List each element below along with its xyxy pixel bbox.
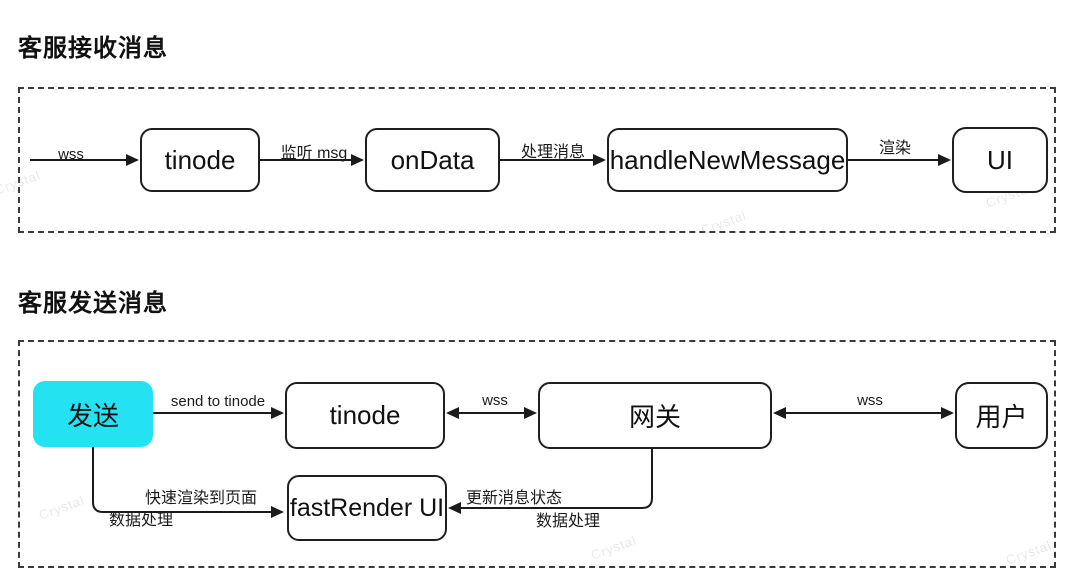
node-send: 发送 xyxy=(33,381,153,447)
edge-label-listen-msg: 监听 msg xyxy=(280,145,348,162)
node-tinode-send: tinode xyxy=(285,382,445,449)
node-fastrender-ui: fastRender UI xyxy=(287,475,447,541)
arrowhead xyxy=(126,154,139,166)
edge-send-to-fastrender xyxy=(92,447,272,513)
arrowhead xyxy=(271,506,284,518)
node-handlenewmessage: handleNewMessage xyxy=(607,128,848,192)
arrowhead xyxy=(351,154,364,166)
edge-label-wss: wss xyxy=(58,146,84,163)
edge-label-data-process-right: 数据处理 xyxy=(535,513,601,530)
arrowhead xyxy=(941,407,954,419)
arrowhead xyxy=(773,407,786,419)
edge-label-send-to-tinode: send to tinode xyxy=(170,393,266,410)
arrowhead xyxy=(271,407,284,419)
node-tinode-receive: tinode xyxy=(140,128,260,192)
arrowhead xyxy=(524,407,537,419)
receive-section-title: 客服接收消息 xyxy=(18,35,168,62)
node-ondata: onData xyxy=(365,128,500,192)
edge-label-process-message: 处理消息 xyxy=(520,144,586,161)
edge-label-update-message-status: 更新消息状态 xyxy=(465,490,563,507)
node-user: 用户 xyxy=(955,382,1048,449)
arrowhead xyxy=(448,502,461,514)
edge-label-wss-right: wss xyxy=(857,392,883,409)
receive-flow-frame xyxy=(18,87,1056,233)
edge-label-data-process-left: 数据处理 xyxy=(108,512,174,529)
edge-label-render: 渲染 xyxy=(878,140,912,157)
edge-label-fast-render-to-page: 快速渲染到页面 xyxy=(144,490,258,507)
node-gateway: 网关 xyxy=(538,382,772,449)
edge-label-wss-left: wss xyxy=(482,392,508,409)
arrowhead xyxy=(938,154,951,166)
send-flow-frame xyxy=(18,340,1056,568)
arrowhead xyxy=(593,154,606,166)
edge-gateway-to-fastrender xyxy=(460,449,653,509)
arrowhead xyxy=(446,407,459,419)
node-ui: UI xyxy=(952,127,1048,193)
send-section-title: 客服发送消息 xyxy=(18,290,168,317)
